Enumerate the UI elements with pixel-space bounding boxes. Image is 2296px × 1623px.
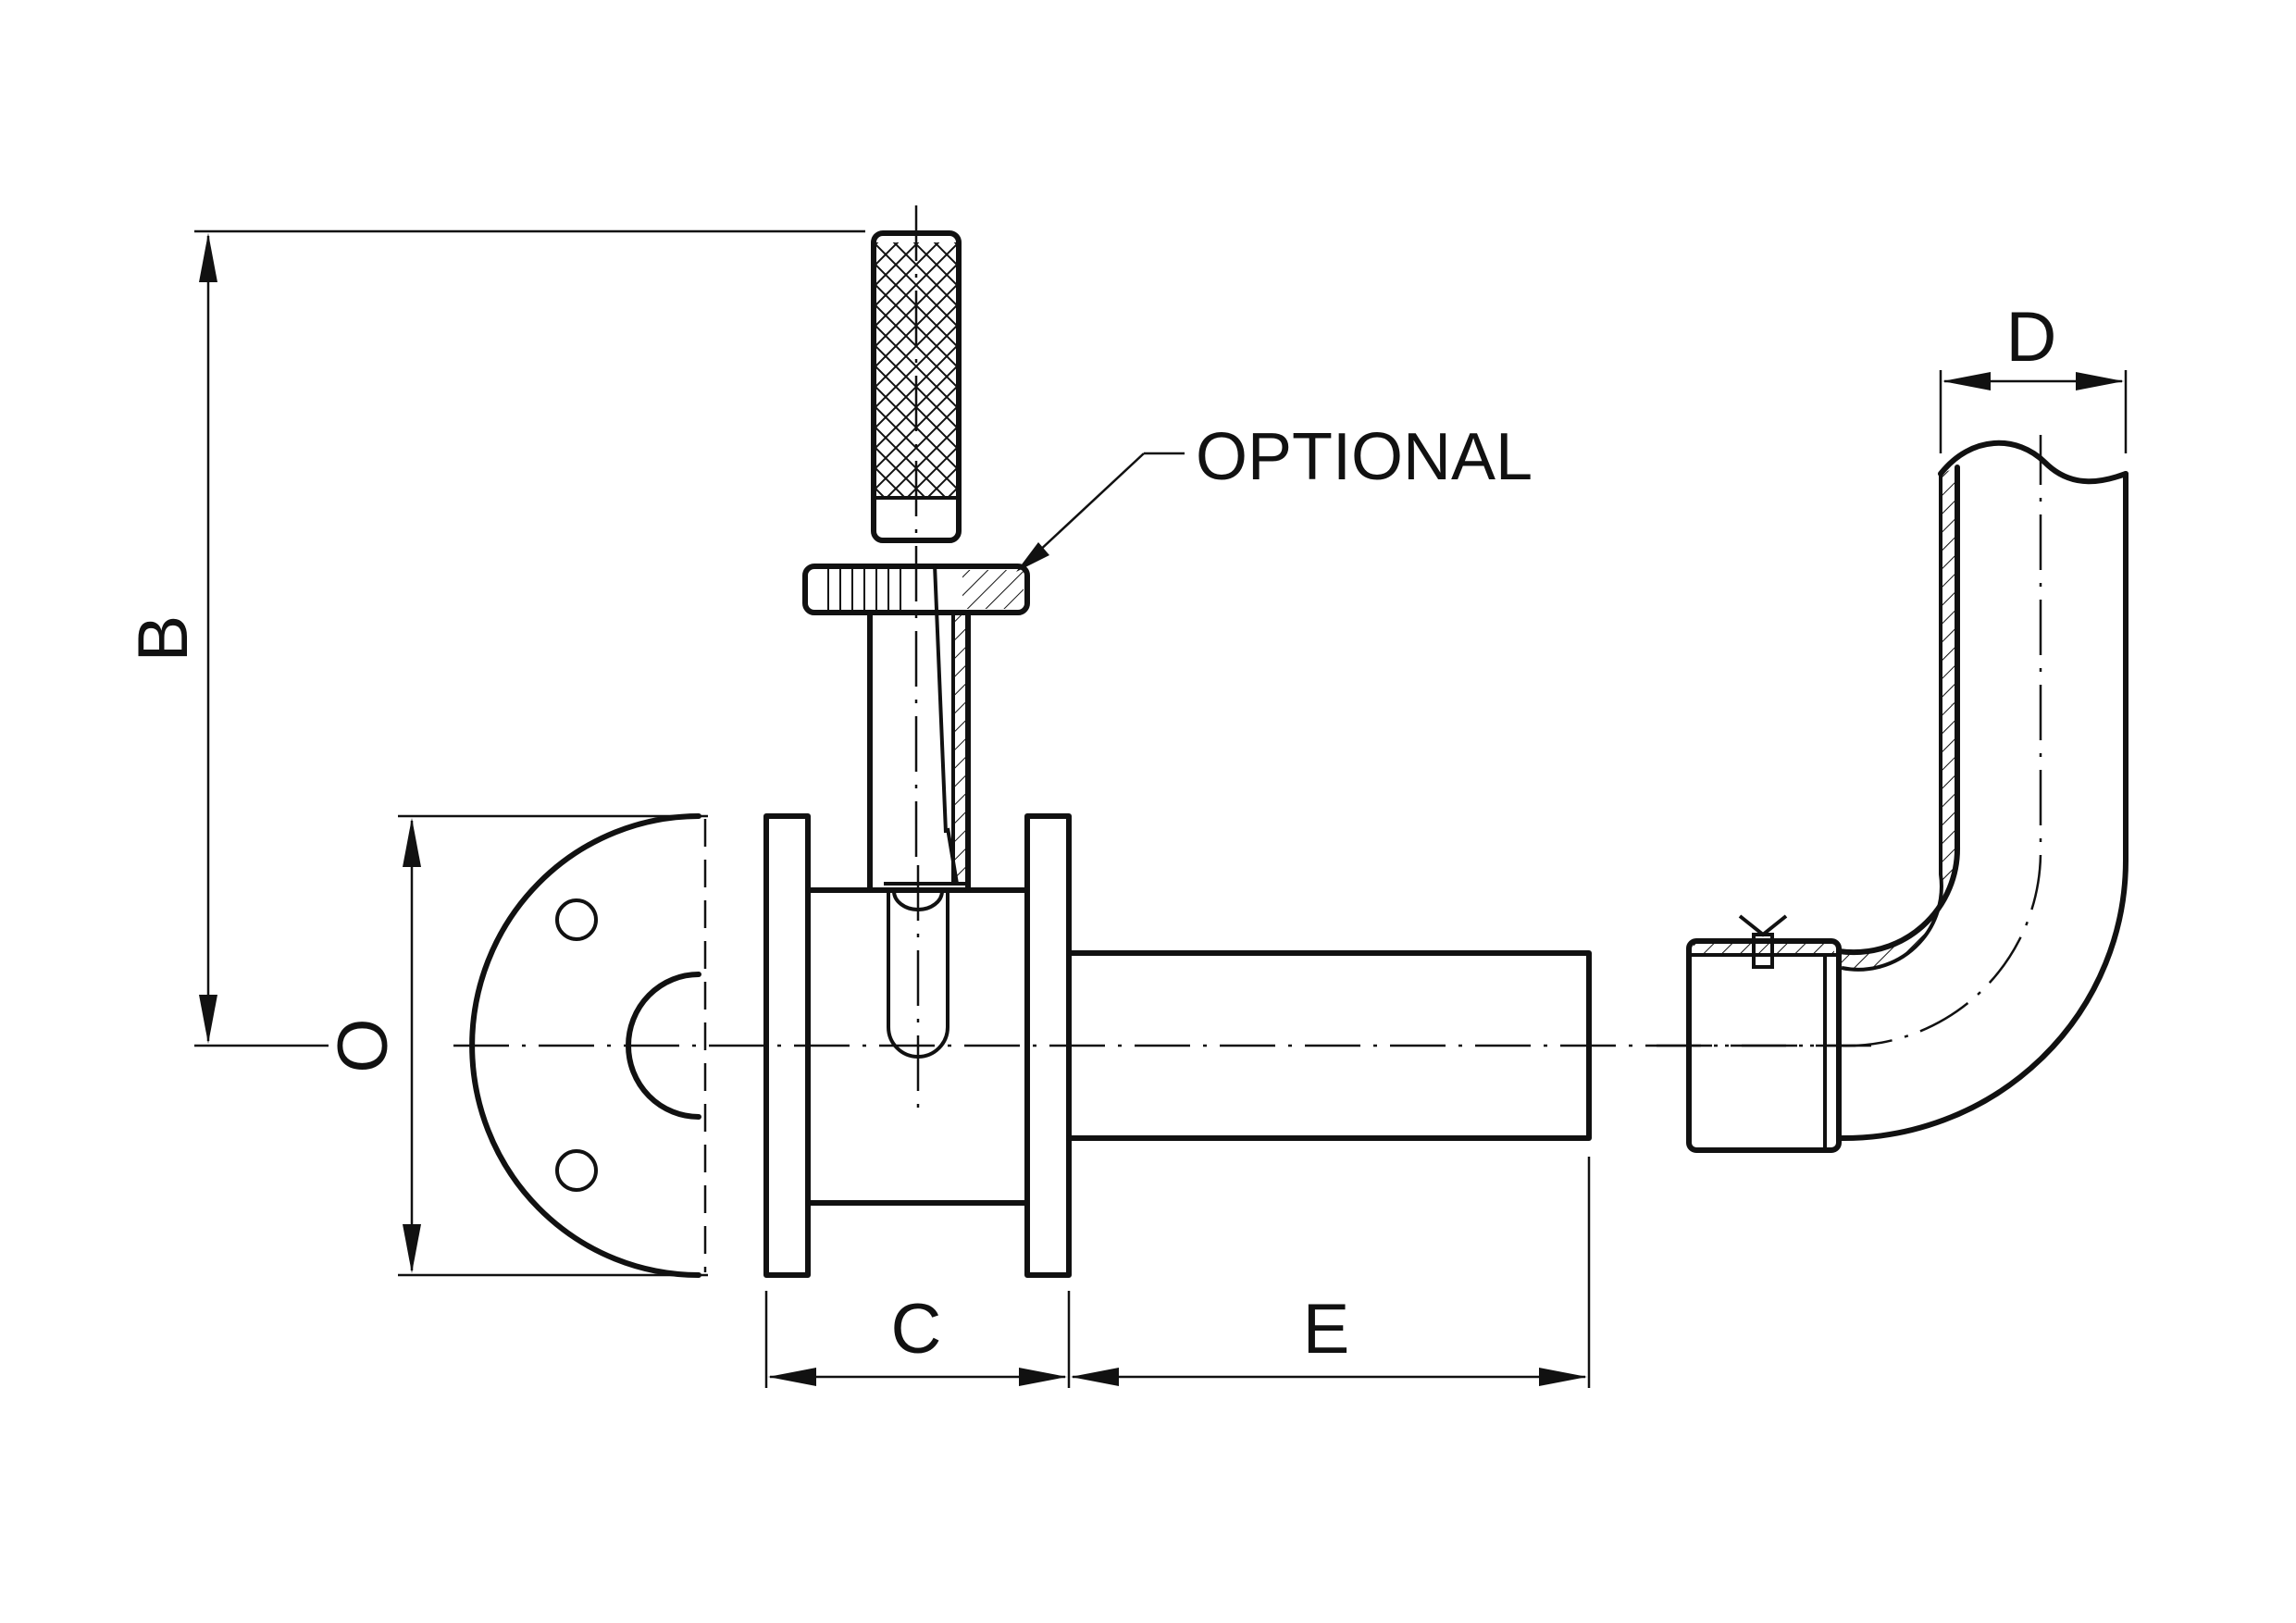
valve-body <box>763 813 1072 1278</box>
dimension-d: D <box>1939 298 2128 453</box>
dimension-e-label: E <box>1303 1290 1350 1369</box>
right-flange <box>1024 813 1072 1278</box>
dimension-o-label: O <box>324 1018 403 1072</box>
dimension-b-label: B <box>124 615 203 663</box>
bolt-hole-top <box>555 898 598 941</box>
optional-label: OPTIONAL <box>1196 420 1533 494</box>
lock-nut-knurl <box>827 568 901 611</box>
dimension-c-label: C <box>891 1290 942 1369</box>
wing-screw <box>1738 914 1788 969</box>
handle-assembly <box>802 205 1030 893</box>
bolt-hole-bottom <box>555 1149 598 1192</box>
dimension-c: C <box>764 1290 1071 1388</box>
left-flange <box>763 813 811 1278</box>
insertion-tube <box>1066 950 1592 1141</box>
dimension-d-label: D <box>2006 298 2057 377</box>
optional-callout: OPTIONAL <box>1016 420 1533 572</box>
dimension-o: O <box>324 814 708 1277</box>
bent-pipe-assembly <box>1686 435 2128 1153</box>
dimension-b: B <box>124 229 865 1047</box>
lock-nut <box>802 564 1030 615</box>
dimension-e: E <box>1071 1157 1591 1388</box>
